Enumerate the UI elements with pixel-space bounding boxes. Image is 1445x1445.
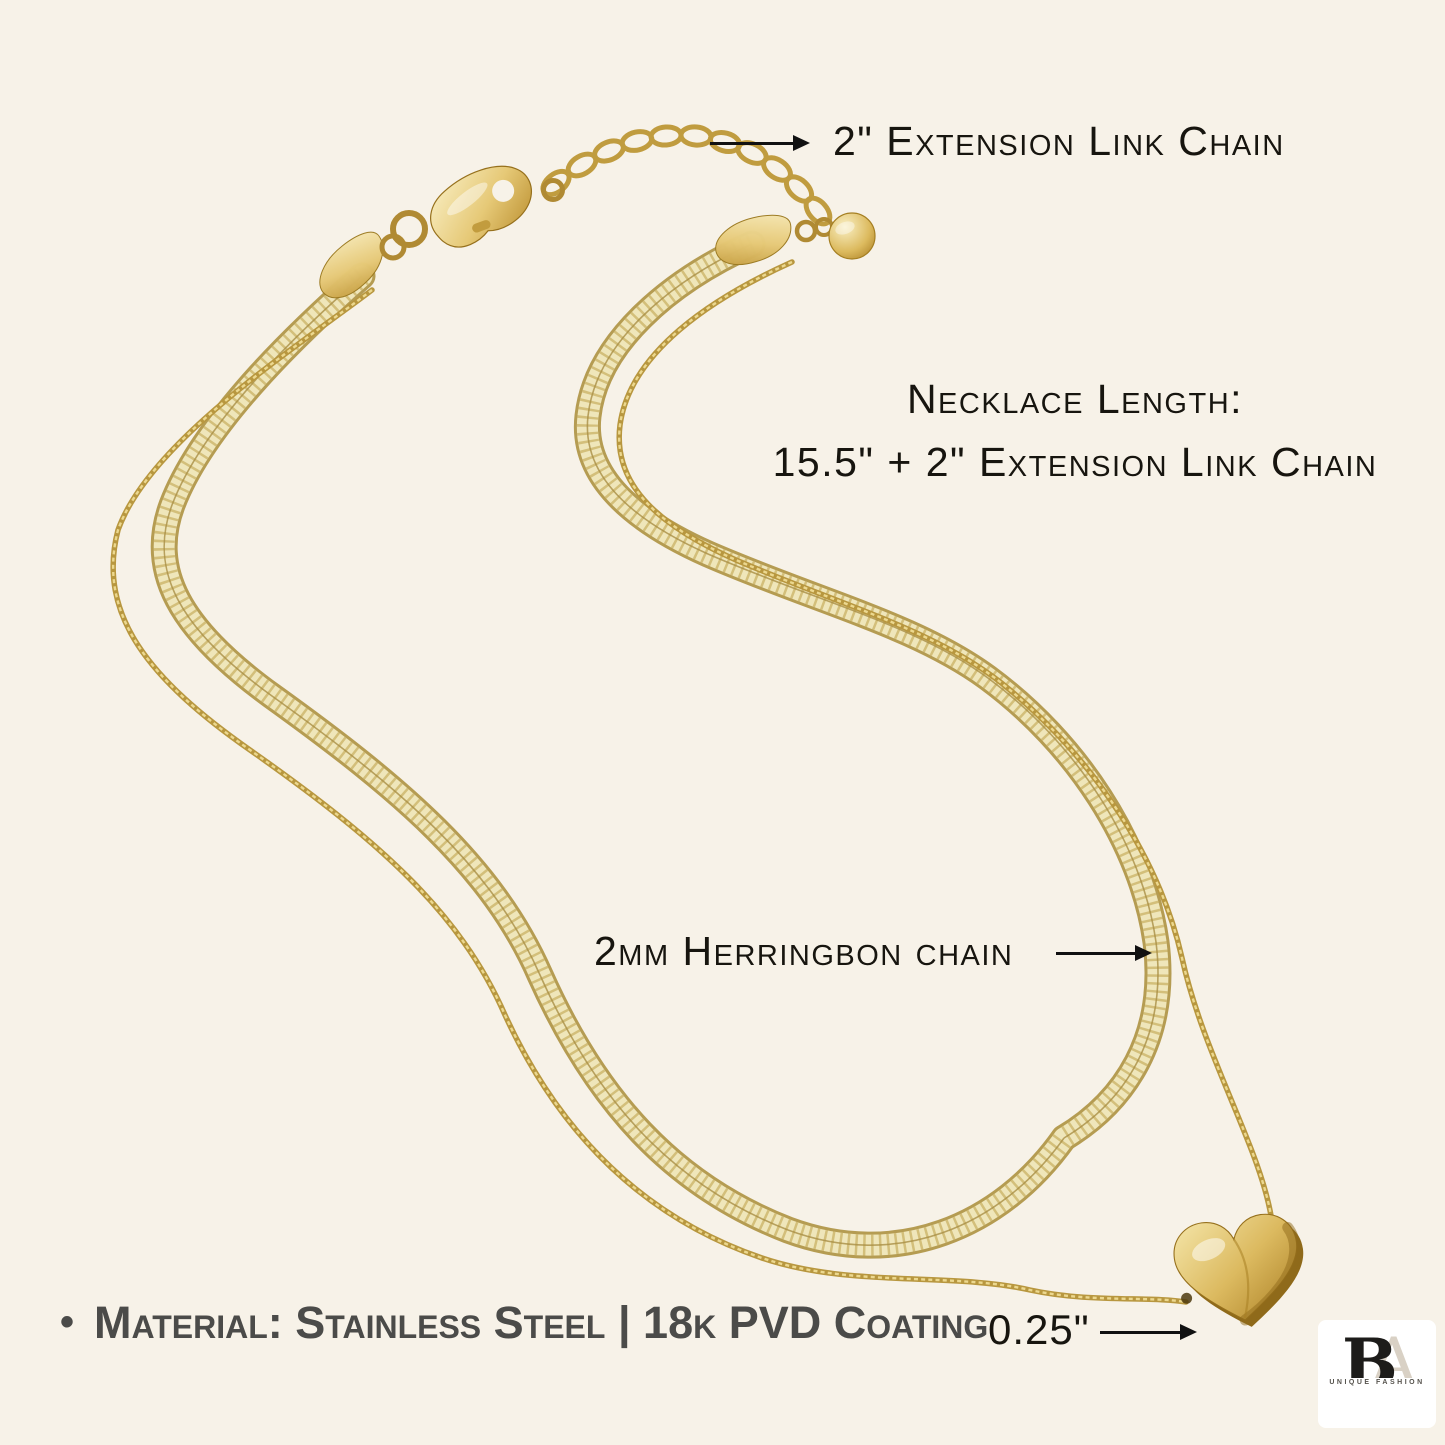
right-end-cap bbox=[715, 214, 792, 266]
extension-link-chain bbox=[540, 124, 833, 227]
logo-tagline: UNIQUE FASHION bbox=[1327, 1378, 1427, 1387]
necklace-length-value: 15.5" + 2" Extension Link Chain bbox=[772, 439, 1378, 485]
left-end-cap bbox=[319, 231, 384, 299]
brand-logo: A B UNIQUE FASHION bbox=[1318, 1320, 1436, 1428]
herringbone-label: 2mm Herringbon chain bbox=[594, 928, 1014, 974]
brand-logo-letters: A B UNIQUE FASHION bbox=[1318, 1320, 1436, 1428]
material-bullet: • bbox=[60, 1300, 75, 1344]
pendant-size-arrow-right-icon bbox=[1100, 1324, 1197, 1341]
snake-chain bbox=[110, 259, 1275, 1305]
heart-pendant bbox=[1173, 1213, 1304, 1327]
material-note: • Material: Stainless Steel | 18k PVD Co… bbox=[60, 1300, 988, 1345]
necklace-length-title: Necklace Length: bbox=[906, 376, 1244, 422]
tag-disc bbox=[828, 212, 876, 260]
lobster-clasp bbox=[430, 165, 532, 248]
extension-label: 2" Extension Link Chain bbox=[833, 118, 1285, 164]
extension-arrow-right-icon bbox=[710, 135, 810, 152]
material-text: Material: Stainless Steel | 18k PVD Coat… bbox=[94, 1297, 989, 1348]
herringbone-chain bbox=[150, 230, 1172, 1259]
herringbone-arrow-right-icon bbox=[1056, 945, 1152, 962]
pendant-size-label: 0.25" bbox=[988, 1306, 1090, 1353]
